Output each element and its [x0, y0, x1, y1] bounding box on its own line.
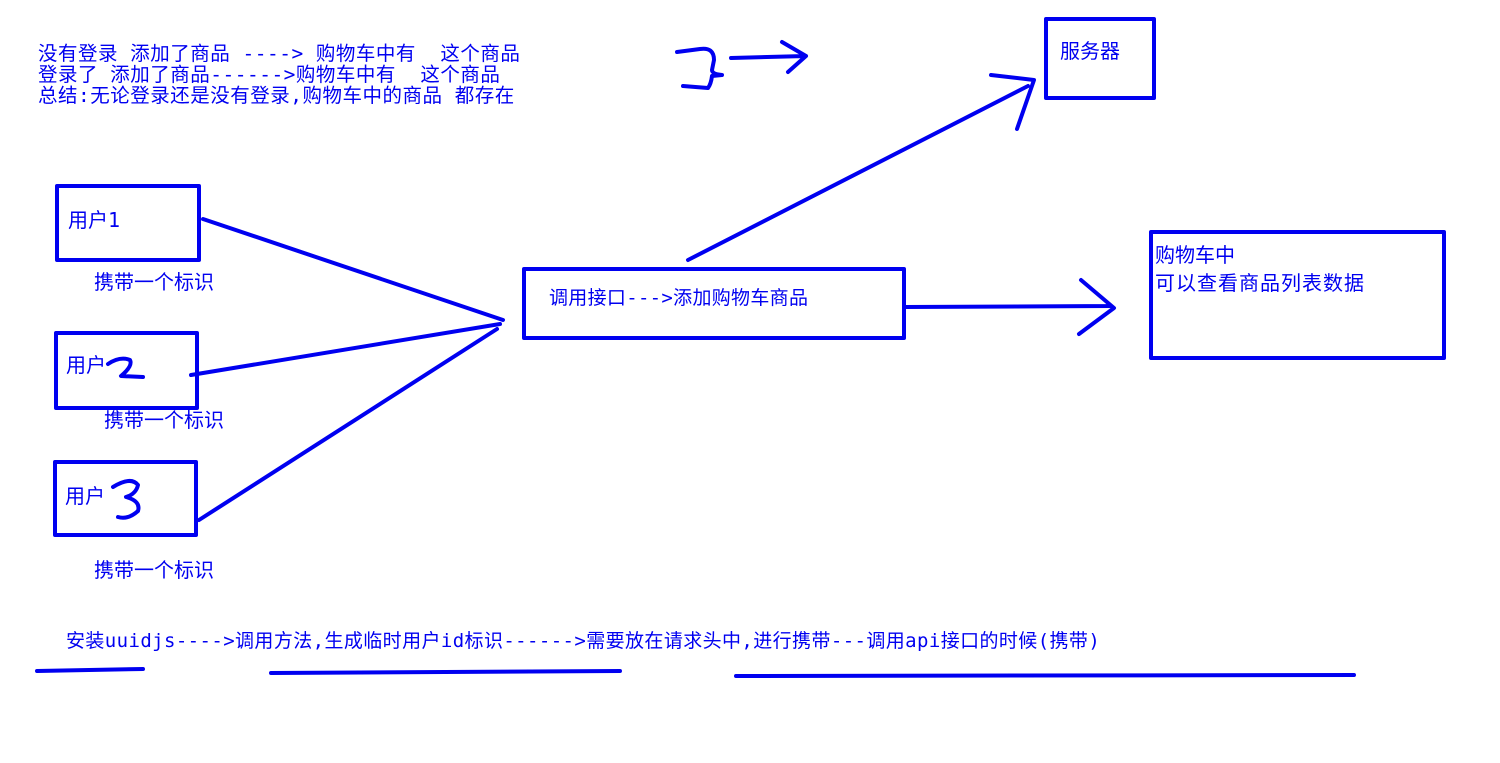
- user1-sub: 携带一个标识: [94, 270, 214, 294]
- handwritten-digit-3: [111, 479, 141, 520]
- brace-mark: [675, 46, 724, 90]
- bottom-steps: 安装uuidjs---->调用方法,生成临时用户id标识------>需要放在请…: [66, 630, 1101, 652]
- user3-label: 用户: [65, 484, 105, 508]
- user1-label: 用户1: [68, 208, 121, 232]
- connector-user1-api: [201, 217, 505, 322]
- user2-label: 用户: [66, 353, 106, 377]
- connector-user2-api: [189, 322, 502, 377]
- user2-box: [54, 331, 199, 410]
- cart-line-1: 购物车中: [1155, 243, 1235, 267]
- user2-sub: 携带一个标识: [104, 408, 224, 432]
- arrow-api-server: [686, 73, 1036, 262]
- server-box: [1044, 17, 1156, 100]
- connector-user3-api: [197, 327, 499, 522]
- api-box: [522, 267, 906, 340]
- underline-request: [734, 673, 1356, 678]
- api-label: 调用接口--->添加购物车商品: [549, 287, 809, 309]
- underline-install: [35, 667, 145, 673]
- user3-box: [53, 460, 198, 537]
- cart-line-2: 可以查看商品列表数据: [1155, 271, 1365, 295]
- note-line-1: 没有登录 添加了商品 ----> 购物车中有 这个商品: [38, 42, 521, 65]
- user3-sub: 携带一个标识: [94, 558, 214, 582]
- note-line-3: 总结:无论登录还是没有登录,购物车中的商品 都存在: [38, 84, 515, 107]
- user1-box: [55, 184, 201, 262]
- handwritten-digit-2: [106, 356, 145, 379]
- underline-method: [269, 669, 622, 675]
- note-line-2: 登录了 添加了商品------>购物车中有 这个商品: [38, 63, 501, 86]
- arrow-api-cart: [903, 278, 1116, 336]
- brace-arrow: [729, 40, 808, 74]
- cart-box: [1149, 230, 1446, 360]
- server-label: 服务器: [1060, 39, 1120, 63]
